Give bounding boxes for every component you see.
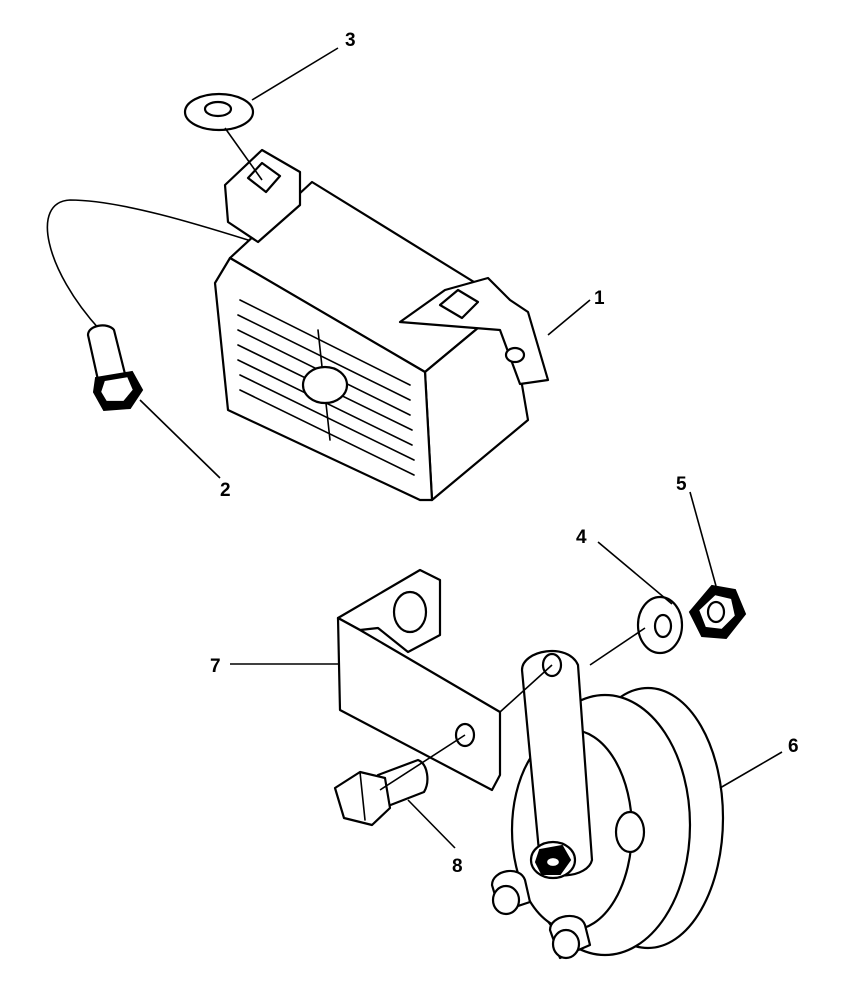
callout-leaders xyxy=(139,47,783,849)
terminal-bolt-part-2 xyxy=(86,324,144,412)
washer-part-3 xyxy=(183,92,255,132)
callout-label-6: 6 xyxy=(788,736,799,757)
callout-label-3: 3 xyxy=(345,30,356,51)
nut-part-5 xyxy=(688,584,747,640)
bracket-part-7 xyxy=(336,568,502,792)
callout-label-1: 1 xyxy=(594,288,605,309)
callout-label-8: 8 xyxy=(452,856,463,877)
alarm-grille xyxy=(237,299,415,476)
horn-part-6 xyxy=(490,649,725,960)
assembly-lines xyxy=(224,127,646,791)
bolt-part-8 xyxy=(333,758,429,827)
callout-label-5: 5 xyxy=(676,474,687,495)
callout-label-7: 7 xyxy=(210,656,221,677)
callout-label-2: 2 xyxy=(220,480,231,501)
callout-label-4: 4 xyxy=(576,527,587,548)
backup-alarm-part-1 xyxy=(46,148,550,502)
callout-labels: 3 1 2 4 5 6 7 8 xyxy=(210,30,799,877)
washer-part-4 xyxy=(636,595,684,655)
